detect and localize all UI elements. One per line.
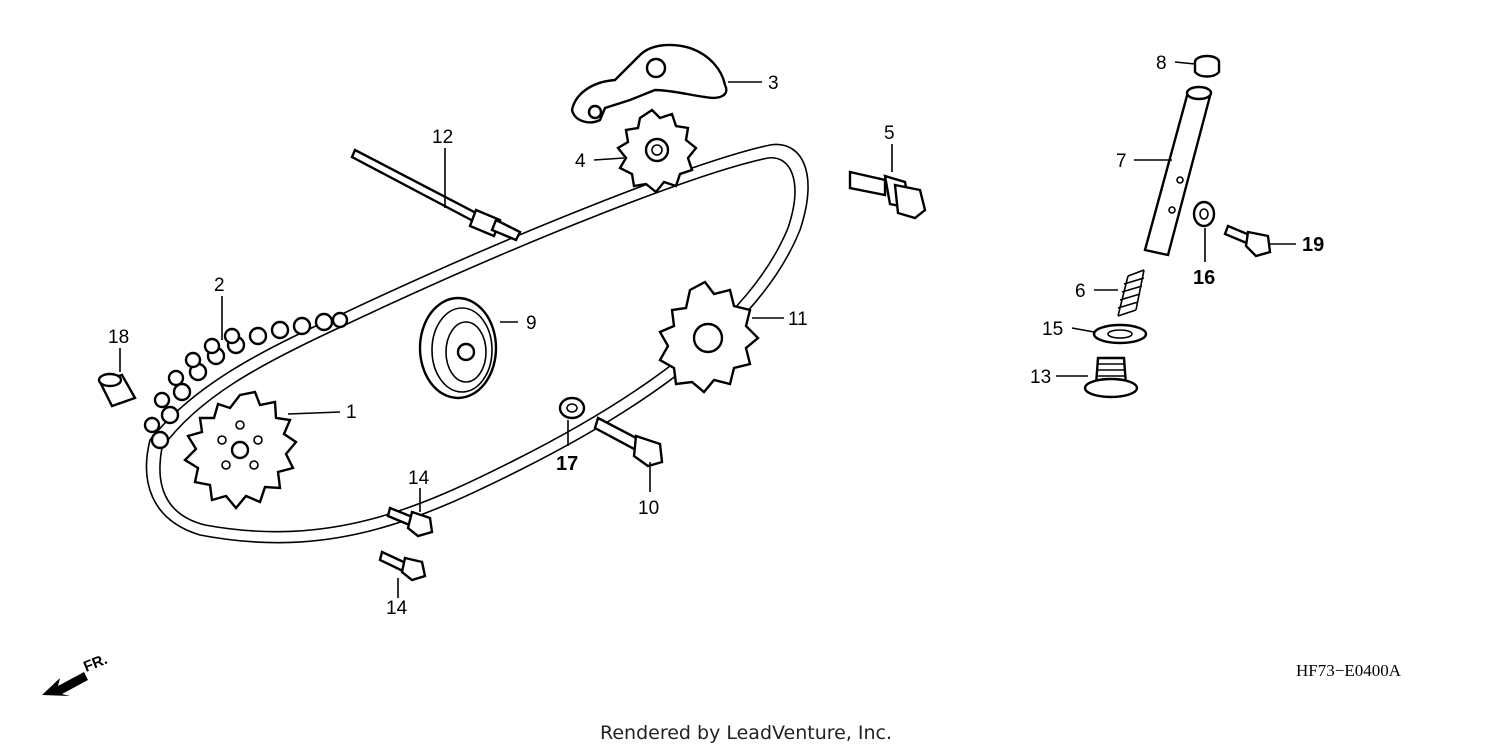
callout-18: 18 xyxy=(108,327,129,348)
cam-chain[interactable] xyxy=(143,143,809,544)
direction-label: FR. xyxy=(81,651,110,676)
callout-10: 10 xyxy=(638,498,659,519)
arrow-icon xyxy=(42,672,88,696)
callout-4: 4 xyxy=(575,151,586,172)
callout-14-lower: 14 xyxy=(386,598,408,619)
spring-6[interactable] xyxy=(1117,269,1145,317)
lower-sprocket[interactable] xyxy=(658,280,760,394)
sealing-bolt-13[interactable] xyxy=(1083,356,1139,399)
callout-15: 15 xyxy=(1042,319,1063,340)
callout-5: 5 xyxy=(884,123,895,144)
callout-16: 16 xyxy=(1193,267,1215,289)
callout-1: 1 xyxy=(346,402,357,423)
tensioner-bracket[interactable] xyxy=(570,43,728,124)
tensioner-roller[interactable] xyxy=(418,296,498,400)
cap-8[interactable] xyxy=(1193,54,1221,78)
bolt-5[interactable] xyxy=(848,170,927,220)
upper-sprocket[interactable] xyxy=(616,108,698,194)
callout-12: 12 xyxy=(432,127,453,148)
callout-9: 9 xyxy=(526,313,537,334)
callout-7: 7 xyxy=(1116,151,1127,172)
bolt-14-lower[interactable] xyxy=(378,550,427,582)
callout-19: 19 xyxy=(1302,234,1324,256)
front-direction-arrow: FR. xyxy=(42,651,110,696)
callout-2: 2 xyxy=(214,275,225,296)
cam-sprocket[interactable] xyxy=(183,390,298,510)
callout-14-upper: 14 xyxy=(408,468,430,489)
callout-17: 17 xyxy=(556,453,578,475)
callout-6: 6 xyxy=(1075,281,1086,302)
leader-lines xyxy=(119,61,1296,598)
guide-rod[interactable] xyxy=(350,148,522,242)
render-credit: Rendered by LeadVenture, Inc. xyxy=(600,722,892,744)
washer-17[interactable] xyxy=(558,396,586,420)
callout-13: 13 xyxy=(1030,367,1051,388)
bolt-19[interactable] xyxy=(1223,224,1272,258)
callout-11: 11 xyxy=(788,309,808,330)
callout-3: 3 xyxy=(768,73,779,94)
washer-16[interactable] xyxy=(1192,200,1216,228)
gasket-15[interactable] xyxy=(1092,323,1148,345)
diagram-code: HF73−E0400A xyxy=(1296,661,1402,680)
collar-18[interactable] xyxy=(97,372,137,408)
bolt-14-upper[interactable] xyxy=(386,506,434,538)
callout-8: 8 xyxy=(1156,53,1167,74)
push-rod[interactable] xyxy=(1143,85,1213,257)
bolt-10[interactable] xyxy=(593,416,664,468)
